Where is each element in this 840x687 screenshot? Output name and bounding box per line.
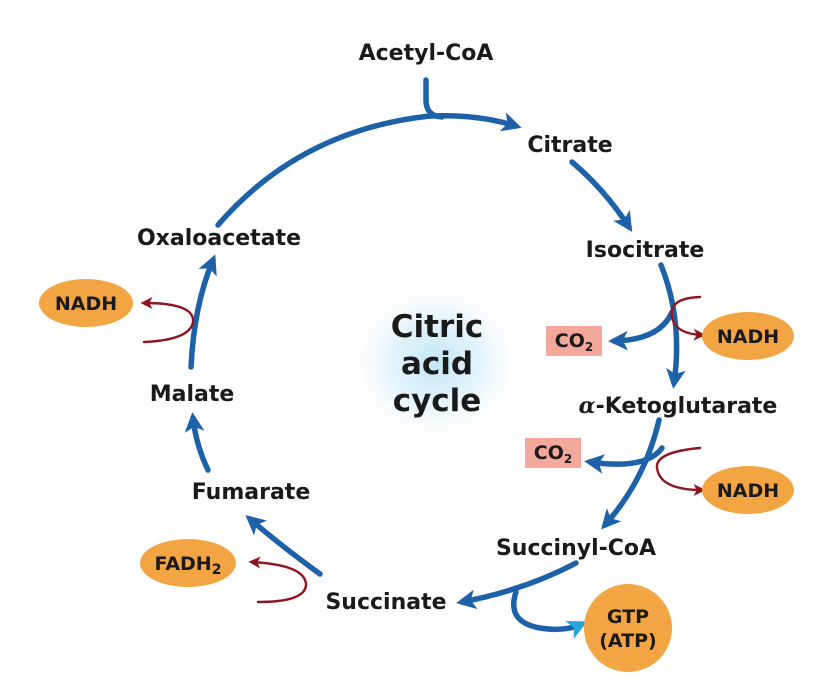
label-succinate: Succinate [325,590,446,615]
gtp-label-line1: GTP [607,606,649,628]
label-oxaloacetate: Oxaloacetate [137,226,301,251]
gtp-badge: GTP (ATP) [584,584,672,672]
arrow-isocitrate-to-akg [658,262,686,389]
arrow-citrate-to-isocitrate [569,159,633,232]
co2-2-box: CO2 [525,438,581,468]
fadh2-badge: FADH2 [140,539,236,587]
nadh-1-label: NADH [717,326,779,348]
arrow-akg-to-succinylcoa [601,417,662,530]
alpha-symbol: α [579,393,596,419]
co2-1-box: CO2 [546,326,602,356]
arrow-succinylcoa-to-succinate [456,560,579,610]
center-title-line2: acid [401,346,473,382]
gtp-branch [511,589,588,639]
label-isocitrate: Isocitrate [586,238,705,263]
nadh-2-badge: NADH [702,466,794,514]
label-acetyl-coa: Acetyl-CoA [359,41,494,66]
label-malate: Malate [150,382,235,407]
center-title-line1: Citric [391,309,484,345]
nadh-2-arrow [655,446,706,496]
co2-2-branch [584,445,665,474]
arrow-malate-to-oxaloacetate [188,254,217,370]
nadh-2-label: NADH [717,480,779,502]
co2-1-label: CO2 [555,330,593,354]
label-ketoglutarate-text: -Ketoglutarate [596,394,778,419]
co2-2-label: CO2 [534,442,572,466]
fadh2-label: FADH2 [155,553,222,578]
label-fumarate: Fumarate [192,480,311,505]
arrow-succinate-to-fumarate [245,515,323,577]
co2-1-branch [608,309,675,351]
fadh2-arrow [248,556,308,604]
arrow-acetylcoa-input [423,77,445,120]
nadh-1-arrow [670,295,706,341]
cycle-arrows [184,77,686,610]
cofactor-arrows [140,295,706,604]
gtp-label-line2: (ATP) [599,630,656,652]
nadh-3-label: NADH [55,293,117,315]
label-alpha-ketoglutarate: α-Ketoglutarate [579,393,778,419]
center-title: Citric acid cycle [391,309,484,419]
nadh-3-badge: NADH [39,279,133,327]
arrow-oxaloacetate-to-citrate [215,112,522,228]
nadh-1-badge: NADH [702,312,794,360]
center-title-line3: cycle [393,383,482,419]
center-glow [348,280,524,444]
arrow-fumarate-to-malate [184,412,211,473]
nadh-3-arrow [140,297,195,344]
label-citrate: Citrate [527,133,612,158]
label-succinyl-coa: Succinyl-CoA [496,536,656,561]
co2-branches [584,309,675,474]
